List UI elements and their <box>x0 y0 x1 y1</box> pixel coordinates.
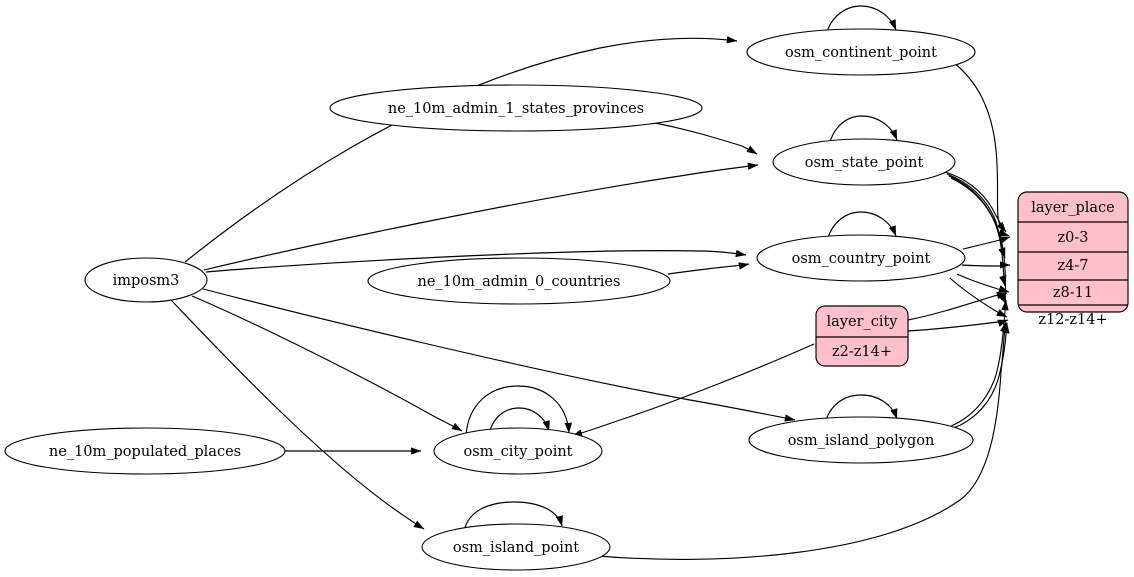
edge-island-point-self-loop <box>463 501 563 532</box>
layer-city-title: layer_city <box>826 314 898 330</box>
node-island-point-label: osm_island_point <box>453 540 579 556</box>
node-layer-city-box[interactable] <box>815 305 909 367</box>
node-continent-shape[interactable] <box>746 28 976 76</box>
edge-country-to-layerplace-z0-3 <box>962 236 1011 250</box>
node-osm-state-point[interactable]: osm_state_point <box>772 138 956 186</box>
layer-place-row-z0-3[interactable]: z0-3 <box>1058 230 1089 246</box>
layer-place-row-z8-11[interactable]: z8-11 <box>1053 285 1093 301</box>
edge-layercity-to-layerplace-z8-11 <box>907 291 1008 321</box>
node-state-label: osm_state_point <box>805 155 924 171</box>
node-city-shape[interactable] <box>433 427 603 475</box>
node-osm-island-polygon[interactable]: osm_island_polygon <box>748 416 974 464</box>
node-ne-countries-label: ne_10m_admin_0_countries <box>418 274 621 290</box>
edge-ne-countries-to-country <box>667 262 750 275</box>
node-osm-country-point[interactable]: osm_country_point <box>756 234 966 282</box>
node-ne-countries-shape[interactable] <box>367 257 671 305</box>
node-island-polygon-shape[interactable] <box>748 416 974 464</box>
edge-imposm3-to-city <box>191 295 463 432</box>
node-ne-10m-admin-0-countries[interactable]: ne_10m_admin_0_countries <box>367 257 671 305</box>
edge-layercity-to-layerplace-z12 <box>907 319 1009 332</box>
node-city-label: osm_city_point <box>463 444 572 460</box>
node-osm-city-point[interactable]: osm_city_point <box>433 427 603 475</box>
edge-islandpolygon-to-layerplace-z8-11 <box>948 299 1009 428</box>
layer-place-title: layer_place <box>1031 200 1115 216</box>
node-imposm3-label: imposm3 <box>113 273 180 289</box>
node-ne-populated-shape[interactable] <box>4 427 286 475</box>
edge-imposm3-to-country <box>205 249 747 273</box>
edge-state-self-loop <box>828 115 898 146</box>
edge-imposm3-to-state <box>203 162 759 271</box>
node-country-shape[interactable] <box>756 234 966 282</box>
node-continent-label: osm_continent_point <box>785 45 937 61</box>
edge-continent-to-layerplace-z0-3 <box>952 61 1010 237</box>
node-layer-city[interactable]: layer_city z2-z14+ <box>815 305 909 367</box>
node-osm-island-point[interactable]: osm_island_point <box>421 523 611 571</box>
node-ne-10m-populated-places[interactable]: ne_10m_populated_places <box>4 427 286 475</box>
layer-city-row-z2-z14[interactable]: z2-z14+ <box>832 344 892 360</box>
node-layer: imposm3 ne_10m_admin_1_states_provinces … <box>4 28 1129 571</box>
edge-city-self-loop-outer <box>465 385 572 437</box>
node-imposm3[interactable]: imposm3 <box>84 257 208 303</box>
edge-country-self-loop <box>826 211 897 242</box>
layer-place-row-z12-z14[interactable]: z12-z14+ <box>1038 312 1107 328</box>
node-island-polygon-label: osm_island_polygon <box>788 433 935 449</box>
node-country-label: osm_country_point <box>792 251 931 267</box>
node-imposm3-shape[interactable] <box>84 257 208 303</box>
edge-imposm3-to-island-point <box>170 299 425 530</box>
edge-imposm3-to-continent <box>184 36 738 263</box>
edge-island-polygon-self-loop <box>824 394 898 424</box>
edge-imposm3-to-island-polygon <box>202 288 796 422</box>
edge-continent-self-loop <box>825 5 897 36</box>
edge-country-to-layerplace-z4-7 <box>961 261 1011 269</box>
node-osm-continent-point[interactable]: osm_continent_point <box>746 28 976 76</box>
edge-ne-states-to-state <box>654 122 758 155</box>
node-ne-populated-label: ne_10m_populated_places <box>49 444 241 460</box>
edge-country-to-layerplace-z12 <box>949 277 1008 318</box>
edge-state-to-layerplace-z0-3 <box>944 171 1007 233</box>
edge-islandpoint-to-layerplace-z12 <box>597 321 1008 560</box>
node-layer-place[interactable]: layer_place z0-3 z4-7 z8-11 z12-z14+ <box>1017 191 1129 328</box>
node-ne-states-shape[interactable] <box>329 84 703 132</box>
edge-layer <box>170 5 1011 560</box>
node-ne-10m-admin-1-states-provinces[interactable]: ne_10m_admin_1_states_provinces <box>329 84 703 132</box>
edge-layer-city-to-city <box>571 343 815 437</box>
edge-country-to-layerplace-z8-11 <box>956 273 1010 293</box>
edge-city-self-loop-inner <box>488 407 550 435</box>
node-state-shape[interactable] <box>772 138 956 186</box>
edge-islandpolygon-to-layerplace-z12 <box>950 322 1010 430</box>
layer-place-row-z4-7[interactable]: z4-7 <box>1058 258 1089 274</box>
node-island-point-shape[interactable] <box>421 523 611 571</box>
node-ne-states-label: ne_10m_admin_1_states_provinces <box>388 101 644 117</box>
